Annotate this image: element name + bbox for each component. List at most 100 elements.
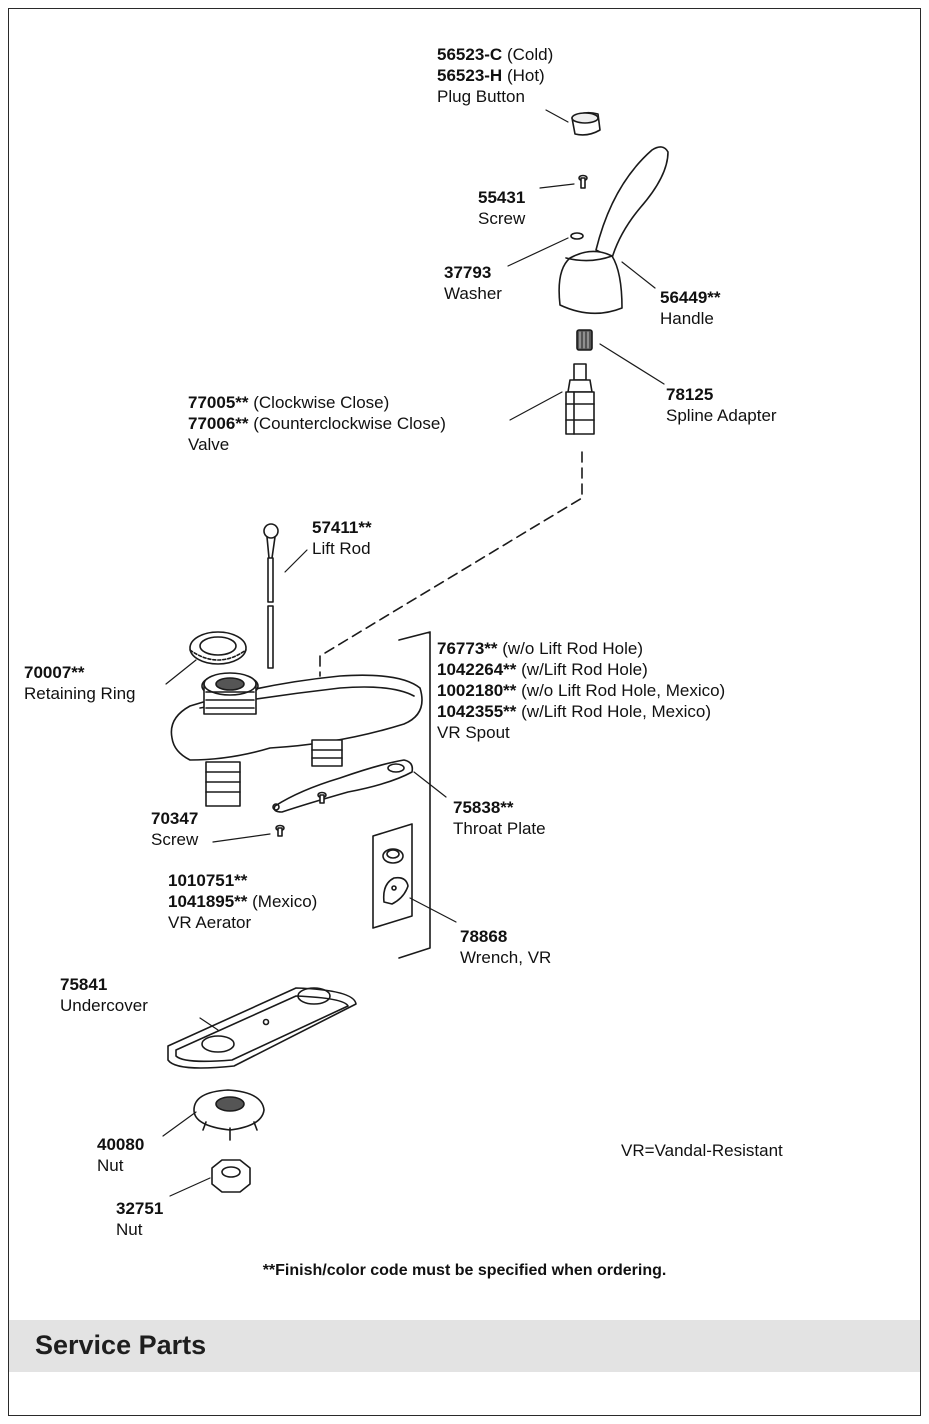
part-number: 1041895** <box>168 892 248 911</box>
label-line: Nut <box>116 1219 163 1240</box>
label-line: Handle <box>660 308 721 329</box>
label-valve: 77005** (Clockwise Close)77006** (Counte… <box>188 392 446 455</box>
label-line: Nut <box>97 1155 144 1176</box>
page-frame <box>8 8 921 1416</box>
nut-32751-part <box>211 1159 251 1193</box>
label-line: 77006** (Counterclockwise Close) <box>188 413 446 434</box>
part-description: Plug Button <box>437 87 525 106</box>
aerator-wrench-part <box>372 823 413 929</box>
label-handle: 56449** Handle <box>660 287 721 329</box>
part-number: 70007** <box>24 663 85 682</box>
lift-rod-part <box>263 523 279 669</box>
nut-40080-part <box>193 1089 265 1141</box>
part-description: (w/o Lift Rod Hole) <box>497 639 644 658</box>
part-number: 78125 <box>666 385 714 404</box>
washer-part <box>570 232 584 240</box>
label-line: 56523-H (Hot) <box>437 65 553 86</box>
part-description: Valve <box>188 435 230 454</box>
label-line: 40080 <box>97 1134 144 1155</box>
alignment-dashed-line <box>319 451 583 677</box>
part-number: 1002180** <box>437 681 517 700</box>
spout-callout-bracket <box>398 631 431 959</box>
part-description: (Mexico) <box>247 892 318 911</box>
part-number: 75841 <box>60 975 108 994</box>
part-description: Undercover <box>60 996 148 1015</box>
part-number: 1010751** <box>168 871 248 890</box>
label-line: 56523-C (Cold) <box>437 44 553 65</box>
label-line: VR Aerator <box>168 912 317 933</box>
label-line: VR Spout <box>437 722 725 743</box>
label-line: 1010751** <box>168 870 317 891</box>
part-number: 55431 <box>478 188 526 207</box>
label-line: 56449** <box>660 287 721 308</box>
label-line: 1042264** (w/Lift Rod Hole) <box>437 659 725 680</box>
plug-button-part <box>571 111 601 136</box>
part-description: Spline Adapter <box>666 406 777 425</box>
undercover-part <box>167 987 357 1069</box>
part-description: Screw <box>151 830 199 849</box>
label-vr-aerator: 1010751**1041895** (Mexico)VR Aerator <box>168 870 317 933</box>
part-number: 56449** <box>660 288 721 307</box>
part-description: VR Aerator <box>168 913 252 932</box>
label-line: 75841 <box>60 974 148 995</box>
label-line: Plug Button <box>437 86 553 107</box>
label-line: Wrench, VR <box>460 947 551 968</box>
spline-adapter-part <box>576 329 593 351</box>
part-description: (w/o Lift Rod Hole, Mexico) <box>516 681 726 700</box>
label-line: 78125 <box>666 384 777 405</box>
label-line: 1041895** (Mexico) <box>168 891 317 912</box>
part-number: 56523-C <box>437 45 503 64</box>
part-description: Washer <box>444 284 502 303</box>
throat-plate-part <box>272 759 414 813</box>
label-line: 77005** (Clockwise Close) <box>188 392 446 413</box>
label-line: Retaining Ring <box>24 683 136 704</box>
label-line: 70007** <box>24 662 136 683</box>
part-description: (Cold) <box>502 45 554 64</box>
vr-spout-part <box>170 672 423 807</box>
part-number: 77005** <box>188 393 249 412</box>
part-description: (Hot) <box>502 66 545 85</box>
part-number: 77006** <box>188 414 249 433</box>
label-line: 1002180** (w/o Lift Rod Hole, Mexico) <box>437 680 725 701</box>
part-description: Handle <box>660 309 714 328</box>
label-plug-button: 56523-C (Cold)56523-H (Hot)Plug Button <box>437 44 553 107</box>
part-description: (w/Lift Rod Hole) <box>516 660 648 679</box>
label-line: Screw <box>151 829 198 850</box>
label-line: 55431 <box>478 187 525 208</box>
part-description: (Clockwise Close) <box>248 393 390 412</box>
label-throat-plate: 75838**Throat Plate <box>453 797 546 839</box>
label-line: Undercover <box>60 995 148 1016</box>
label-line: Screw <box>478 208 525 229</box>
screw-55431-part <box>578 174 588 189</box>
part-description: Wrench, VR <box>460 948 552 967</box>
part-number: 37793 <box>444 263 492 282</box>
part-number: 1042355** <box>437 702 517 721</box>
part-number: 1042264** <box>437 660 517 679</box>
label-line: Valve <box>188 434 446 455</box>
part-number: 70347 <box>151 809 199 828</box>
part-description: Nut <box>116 1220 143 1239</box>
part-number: 32751 <box>116 1199 164 1218</box>
part-number: 75838** <box>453 798 514 817</box>
label-line: 32751 <box>116 1198 163 1219</box>
part-description: Lift Rod <box>312 539 371 558</box>
label-line: 78868 <box>460 926 551 947</box>
part-number: 76773** <box>437 639 498 658</box>
section-title: Service Parts <box>35 1330 207 1360</box>
part-description: Nut <box>97 1156 124 1175</box>
legend-note: VR=Vandal-Resistant <box>621 1141 783 1160</box>
part-number: 78868 <box>460 927 508 946</box>
label-line: 37793 <box>444 262 502 283</box>
part-number: 56523-H <box>437 66 503 85</box>
handle-part <box>558 146 669 315</box>
retaining-ring-part <box>189 631 247 665</box>
label-line: Lift Rod <box>312 538 372 559</box>
label-line: 76773** (w/o Lift Rod Hole) <box>437 638 725 659</box>
label-line: 70347 <box>151 808 198 829</box>
